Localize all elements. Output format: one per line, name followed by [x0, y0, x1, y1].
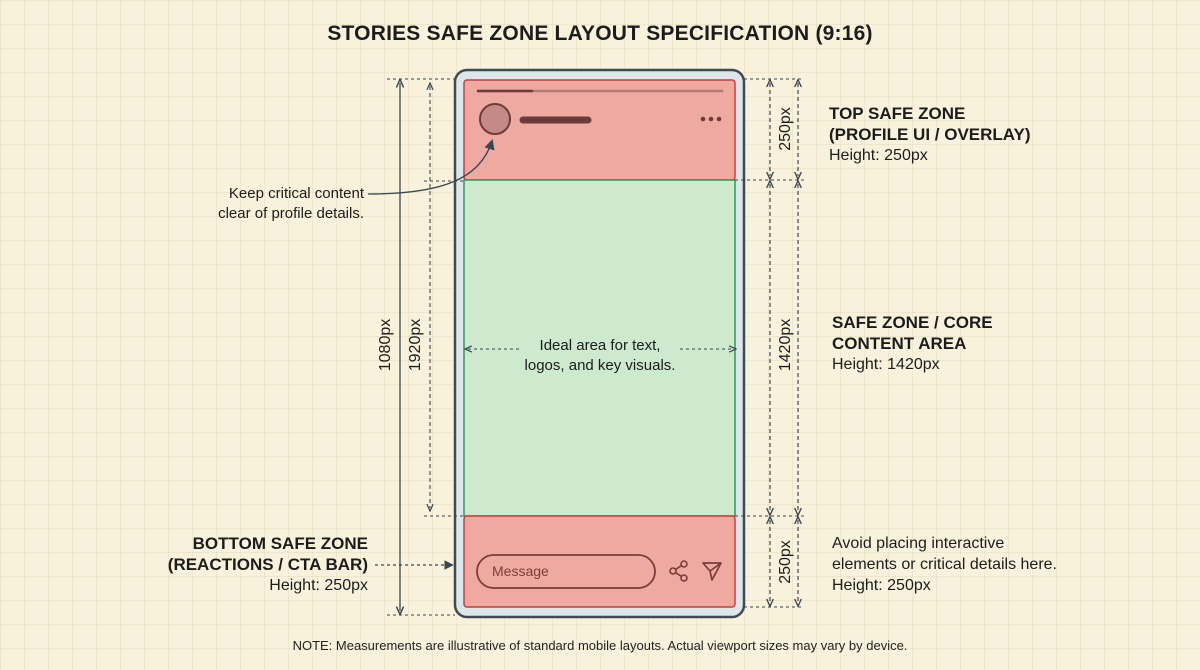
bottom-zone-description: BOTTOM SAFE ZONE (REACTIONS / CTA BAR) H… — [140, 533, 368, 596]
bottom-zone-height: Height: 250px — [269, 577, 368, 594]
top-zone-title-1: TOP SAFE ZONE — [829, 104, 966, 123]
middle-zone-height: Height: 1420px — [832, 356, 940, 373]
ideal-area-line-2: logos, and key visuals. — [524, 357, 676, 374]
send-icon[interactable] — [702, 562, 722, 581]
right-dimension-lines — [735, 78, 804, 608]
top-zone-height: Height: 250px — [829, 147, 928, 164]
width-dimension-label: 1080px — [377, 318, 394, 372]
bottom-zone-title-1: BOTTOM SAFE ZONE — [192, 534, 368, 553]
profile-callout-line-1: Keep critical content — [228, 185, 364, 202]
width-dimension-line — [387, 79, 455, 615]
bottom-zone-dimension-label: 250px — [777, 540, 794, 584]
message-placeholder: Message — [492, 563, 549, 579]
footnote: NOTE: Measurements are illustrative of s… — [292, 638, 908, 653]
bottom-zone-note-height: Height: 250px — [832, 577, 931, 594]
top-zone-title-2: (PROFILE UI / OVERLAY) — [829, 125, 1031, 144]
avatar — [479, 103, 511, 135]
message-input[interactable] — [476, 554, 656, 589]
middle-zone-title-1: SAFE ZONE / CORE — [832, 313, 993, 332]
bottom-zone-title-2: (REACTIONS / CTA BAR) — [167, 555, 368, 574]
callout-arrow — [367, 139, 495, 195]
middle-zone-description: SAFE ZONE / CORE CONTENT AREA Height: 14… — [832, 312, 993, 375]
share-icon[interactable] — [669, 560, 688, 582]
bottom-zone-note-1: Avoid placing interactive — [832, 535, 1005, 552]
bottom-safe-zone — [463, 515, 736, 608]
top-zone-description: TOP SAFE ZONE (PROFILE UI / OVERLAY) Hei… — [829, 103, 1031, 166]
middle-zone-dimension-label: 1420px — [777, 318, 794, 372]
height-dimension-line — [424, 86, 464, 517]
bottom-zone-note: Avoid placing interactive elements or cr… — [832, 533, 1057, 596]
more-dots-icon[interactable] — [700, 116, 722, 122]
ideal-area-text: Ideal area for text, logos, and key visu… — [470, 336, 730, 376]
height-dimension-label: 1920px — [407, 318, 424, 372]
bottom-zone-note-2: elements or critical details here. — [832, 556, 1057, 573]
profile-callout: Keep critical content clear of profile d… — [150, 184, 364, 224]
ideal-area-line-1: Ideal area for text, — [539, 337, 661, 354]
top-zone-dimension-label: 250px — [777, 107, 794, 151]
middle-zone-title-2: CONTENT AREA — [832, 334, 967, 353]
profile-callout-line-2: clear of profile details. — [218, 205, 364, 222]
diagram-title: STORIES SAFE ZONE LAYOUT SPECIFICATION (… — [327, 22, 873, 45]
